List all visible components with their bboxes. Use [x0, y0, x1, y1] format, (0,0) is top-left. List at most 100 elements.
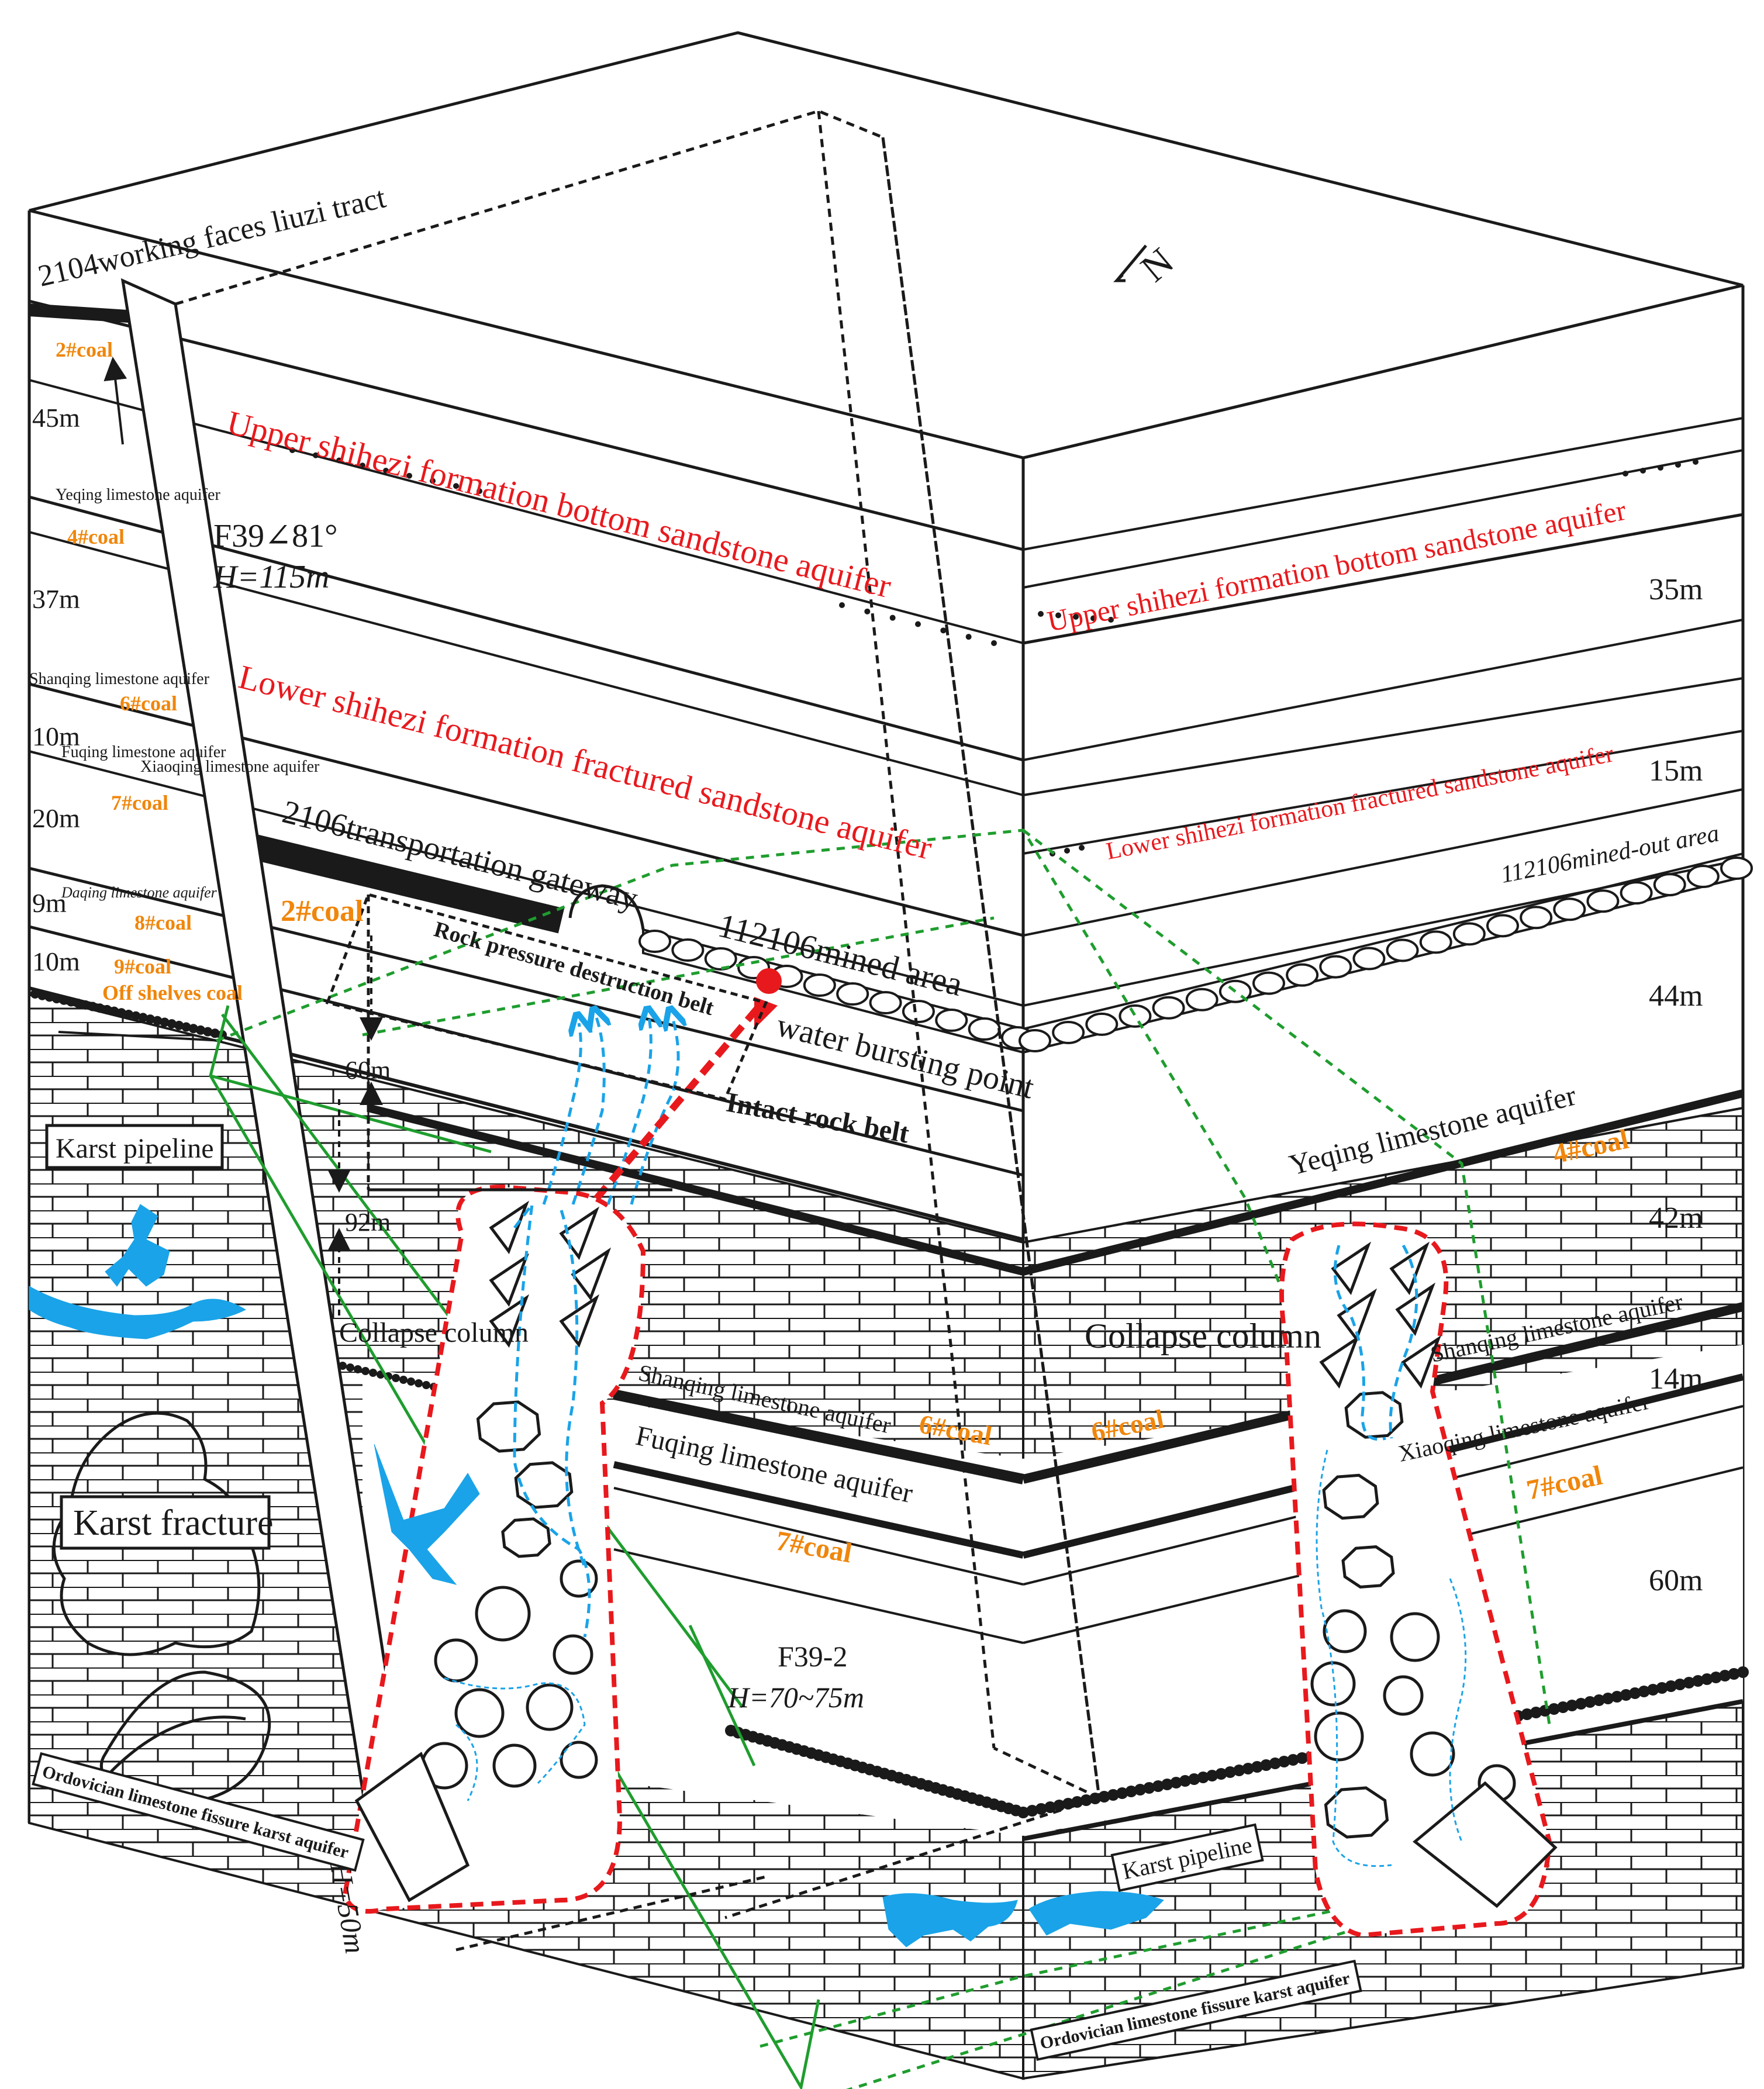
boulder	[1553, 897, 1586, 921]
bead-dot	[399, 1376, 408, 1384]
bead-dot	[1233, 1765, 1245, 1776]
rock-circle	[1314, 1711, 1364, 1762]
fuqing-small-label: Fuqing limestone aquifer	[61, 743, 226, 761]
north-label: N	[1133, 240, 1182, 291]
boulder	[1286, 963, 1319, 987]
bead-dot	[1143, 1782, 1155, 1794]
boulder	[1185, 987, 1218, 1011]
boulder	[1520, 906, 1553, 930]
coal-2-label: 2#coal	[281, 895, 364, 928]
bead-dot	[1278, 1756, 1290, 1767]
bead-dot	[1719, 1670, 1731, 1681]
boulder	[1352, 947, 1386, 971]
rock-octagon	[514, 1461, 574, 1509]
bead-dot	[1629, 1687, 1641, 1699]
thickness-9m: 9m	[32, 888, 67, 918]
bead-dot	[1071, 1796, 1083, 1808]
bead-dot	[167, 1019, 177, 1029]
karst-fracture-label: Karst fracture	[73, 1503, 274, 1543]
dotted-layers	[30, 447, 1749, 1818]
bead-dot	[81, 1000, 91, 1010]
bead-dot	[1683, 1677, 1695, 1689]
rock-octagon	[1341, 1545, 1395, 1589]
scatter-dot	[864, 608, 871, 614]
bead-dot	[145, 1014, 155, 1024]
fault-f39-height: H=115m	[213, 559, 330, 595]
scatter-dot	[453, 483, 459, 489]
karst-fracture-box: Karst fracture	[60, 1495, 274, 1550]
boulder	[803, 973, 836, 997]
bead-dot	[1548, 1703, 1560, 1715]
bead-dot	[1521, 1708, 1533, 1720]
bead-dot	[1611, 1691, 1623, 1703]
rock-circle	[1310, 1661, 1356, 1707]
blue-flow-paths	[513, 1017, 1418, 1638]
bead-dot	[1179, 1775, 1191, 1787]
scatter-dot	[1090, 615, 1096, 621]
boulder	[1085, 1012, 1119, 1036]
bead-dot	[30, 989, 40, 999]
rock-circle	[560, 1741, 598, 1779]
boulder	[935, 1009, 968, 1032]
boulder	[1052, 1020, 1085, 1044]
bead-dot	[66, 997, 76, 1007]
boulder	[1152, 996, 1185, 1020]
rock-triangle	[489, 1253, 530, 1307]
rock-octagon	[1322, 1473, 1379, 1520]
shanqing-small-label: Shanqing limestone aquifer	[29, 670, 210, 688]
thickness-35m: 35m	[1649, 573, 1703, 606]
scatter-dot	[991, 640, 997, 646]
rock-triangle	[489, 1294, 530, 1348]
yeqing-small-label: Yeqing limestone aquifer	[56, 486, 220, 504]
rock-circle	[553, 1634, 593, 1675]
scatter-dot	[289, 447, 295, 453]
scatter-dot	[1055, 612, 1061, 619]
boulder	[1252, 971, 1285, 995]
bead-dot	[59, 995, 69, 1005]
bead-dot	[1593, 1694, 1605, 1706]
boulder	[1386, 938, 1419, 962]
bead-dot	[1098, 1791, 1110, 1803]
bead-dot	[407, 1377, 415, 1386]
thickness-10m-a: 10m	[32, 721, 80, 751]
bead-dot	[1206, 1770, 1218, 1781]
bead-dot	[1710, 1672, 1722, 1683]
bead-dot	[1620, 1689, 1632, 1701]
collapse-column-left	[342, 1184, 646, 1914]
bead-dot	[346, 1363, 354, 1372]
bead-dot	[1584, 1696, 1596, 1708]
bead-dot	[102, 1004, 112, 1014]
rock-triangle	[1389, 1241, 1430, 1296]
bead-dot	[1260, 1759, 1272, 1771]
bead-dot	[1188, 1773, 1200, 1785]
bead-dot	[361, 1367, 370, 1375]
bead-dot	[73, 999, 83, 1009]
scatter-dot	[1658, 465, 1663, 471]
bead-dot	[95, 1003, 105, 1013]
water-burst-path	[593, 968, 782, 1201]
bead-dot	[369, 1369, 377, 1377]
scatter-dot	[1108, 617, 1114, 623]
bead-dot	[37, 990, 47, 1000]
bead-dot	[1701, 1673, 1713, 1685]
bead-dot	[203, 1027, 213, 1037]
boulder	[1653, 873, 1686, 897]
thickness-37m: 37m	[32, 584, 80, 614]
boulder	[902, 1000, 935, 1023]
scatter-dot	[1640, 468, 1646, 474]
bead-dot	[1197, 1772, 1209, 1783]
scatter-dot	[1038, 611, 1044, 617]
rock-block	[354, 1752, 470, 1902]
dashed-projection-box	[175, 109, 1101, 1952]
bead-dot	[181, 1022, 191, 1032]
scatter-dot	[839, 602, 845, 608]
rock-circle	[1323, 1609, 1367, 1653]
mined-out-boulder-band	[638, 852, 1753, 1054]
karst-pipeline-left-box: Karst pipeline	[45, 1124, 224, 1169]
bead-dot	[1215, 1768, 1227, 1780]
rock-circle	[1383, 1675, 1424, 1716]
off-shelves-coal-label: Off shelves coal	[102, 981, 243, 1004]
scatter-dot	[1623, 471, 1628, 477]
bead-dot	[1170, 1777, 1182, 1788]
